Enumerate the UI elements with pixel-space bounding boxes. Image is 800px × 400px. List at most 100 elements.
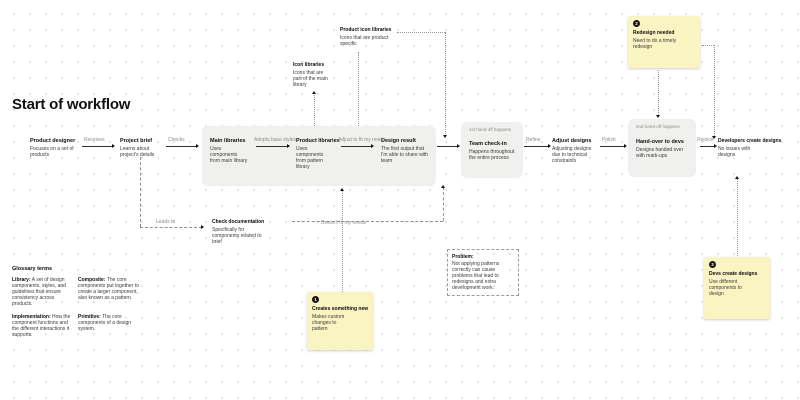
- sticky-devs-create-designs[interactable]: 3 Devs create designs Use different comp…: [704, 257, 770, 319]
- node-icon-libraries[interactable]: Icon libraries Icons that are part of th…: [293, 62, 333, 88]
- connector-redesign-right: [702, 45, 714, 46]
- node-title: Product designer: [30, 138, 76, 144]
- arrowhead-icon: [656, 115, 660, 118]
- edge-label-leads-to: Leads to: [156, 219, 176, 225]
- connector-refine: [524, 146, 549, 147]
- sticky-number-badge: 1: [312, 296, 319, 303]
- edge-label-polish: Polish: [602, 137, 616, 143]
- connector-brief-down: [140, 157, 141, 227]
- node-body: Designs handed over with mark-ups: [636, 147, 684, 159]
- node-body: Adjusting designs due to technical const…: [552, 146, 592, 164]
- arrowhead-icon: [712, 136, 716, 139]
- connector-product-icons-down: [358, 52, 359, 126]
- connector-product-icons-right: [397, 32, 445, 33]
- arrowhead-icon: [312, 91, 316, 94]
- connector-icon-libraries: [314, 93, 315, 126]
- glossary-definition: The core components of a design system.: [78, 313, 132, 332]
- glossary-entry-composite: Composite: The core components put toget…: [78, 277, 140, 307]
- connector-polish: [600, 146, 625, 147]
- node-title: Hand-over to devs: [636, 139, 684, 145]
- sticky-redesign-needed[interactable]: 2 Redesign needed Need to do a timely re…: [628, 16, 700, 68]
- connector-doesnt-fit: [342, 190, 343, 292]
- node-product-icon-libraries[interactable]: Product icon libraries Icons that are pr…: [340, 27, 398, 47]
- connector-redesign-to-flow: [714, 45, 715, 138]
- edge-label-rejoice: Rejoice: [697, 137, 714, 143]
- sticky-body: Need to do a timely redesign: [633, 37, 677, 50]
- handoff-label: 1st hand-off happens: [469, 127, 512, 132]
- node-title: Check documentation: [212, 219, 265, 225]
- page-title: Start of workflow: [12, 96, 131, 113]
- node-body: The first output that I'm able to share …: [381, 146, 429, 164]
- node-body: Uses components from pattern library: [296, 146, 324, 170]
- node-title: Product libraries: [296, 138, 340, 144]
- node-body: Happens throughout the entire process: [469, 149, 515, 161]
- node-title: Product icon libraries: [340, 27, 392, 33]
- panel-team-check-in[interactable]: 1st hand-off happens Team check-in Happe…: [461, 122, 523, 178]
- sticky-body: Use different components to design: [709, 278, 742, 297]
- node-design-result[interactable]: Design result The first output that I'm …: [381, 138, 433, 164]
- connector-devs-sticky: [737, 178, 738, 256]
- connector-checks: [166, 146, 197, 147]
- node-body: Specifically for components related to b…: [212, 227, 262, 245]
- problem-body: Not applying patterns correctly can caus…: [452, 261, 500, 291]
- arrowhead-icon: [624, 144, 627, 148]
- node-check-documentation[interactable]: Check documentation Specifically for com…: [212, 219, 274, 245]
- node-title: Main libraries: [210, 138, 246, 144]
- sticky-body: Makes custom changes to pattern: [312, 313, 345, 332]
- glossary-definition: A set of design components, styles, and …: [12, 276, 66, 307]
- arrowhead-icon: [196, 144, 199, 148]
- problem-title: Problem:: [452, 254, 474, 260]
- node-title: Developers create designs: [718, 138, 782, 144]
- node-adjust-designs[interactable]: Adjust designs Adjusting designs due to …: [552, 138, 598, 164]
- node-body: No issues with designs: [718, 146, 751, 158]
- connector-product-icons-to-flow: [445, 32, 446, 136]
- node-product-designer[interactable]: Product designer Focuses on a set of pro…: [30, 138, 88, 158]
- node-title: Team check-in: [469, 141, 507, 147]
- sticky-number-badge: 2: [633, 20, 640, 27]
- glossary-definition: How the component functions and the diff…: [12, 313, 71, 338]
- panel-libraries[interactable]: [202, 126, 436, 186]
- arrowhead-icon: [201, 225, 204, 229]
- arrowhead-icon: [340, 188, 344, 191]
- node-title: Project brief: [120, 138, 153, 144]
- arrowhead-icon: [443, 135, 447, 138]
- panel-hand-over[interactable]: 2nd hand-off happens Hand-over to devs D…: [628, 119, 696, 177]
- sticky-creates-something-new[interactable]: 1 Creates something new Makes custom cha…: [307, 292, 373, 350]
- node-developers-create-designs[interactable]: Developers create designs No issues with…: [718, 138, 790, 158]
- connector-adopts: [256, 146, 288, 147]
- node-body: Focuses on a set of products: [30, 146, 74, 158]
- connector-docs-right: [292, 221, 443, 222]
- node-body: Learns about project's details: [120, 146, 155, 158]
- connector-to-team-check-in: [437, 146, 458, 147]
- arrowhead-icon: [548, 144, 551, 148]
- node-title: Design result: [381, 138, 416, 144]
- node-main-libraries[interactable]: Main libraries Uses components from main…: [210, 138, 252, 164]
- glossary-entry-implementation: Implementation: How the component functi…: [12, 314, 72, 338]
- connector-redesign-to-handover: [658, 70, 659, 117]
- glossary-block[interactable]: Glossary terms Library: A set of design …: [12, 266, 142, 338]
- edge-label-adopts: Adopts base styles: [254, 137, 296, 143]
- sticky-title: Creates something new: [312, 306, 369, 312]
- node-body: Uses components from main library: [210, 146, 248, 164]
- problem-note[interactable]: Problem: Not applying patterns correctly…: [447, 249, 519, 296]
- arrowhead-icon: [457, 144, 460, 148]
- edge-label-receives: Receives: [84, 137, 105, 143]
- edge-label-adjust-fit: Adjust to fit my needs: [338, 137, 386, 143]
- glossary-definition: The core components put together to crea…: [78, 276, 139, 301]
- connector-leads-to: [140, 227, 202, 228]
- node-body: Icons that are product specific: [340, 35, 389, 47]
- connector-docs-up: [443, 187, 444, 221]
- node-product-libraries[interactable]: Product libraries Uses components from p…: [296, 138, 340, 170]
- arrowhead-icon: [287, 144, 290, 148]
- arrowhead-icon: [441, 185, 445, 188]
- connector-rejoice: [700, 146, 715, 147]
- glossary-header: Glossary terms: [12, 266, 53, 272]
- arrowhead-icon: [371, 144, 374, 148]
- glossary-term: Library:: [12, 276, 31, 283]
- arrowhead-icon: [112, 144, 115, 148]
- edge-label-refine: Refine: [526, 137, 541, 143]
- node-project-brief[interactable]: Project brief Learns about project's det…: [120, 138, 170, 158]
- arrowhead-icon: [735, 176, 739, 179]
- glossary-grid: Library: A set of design components, sty…: [12, 277, 142, 338]
